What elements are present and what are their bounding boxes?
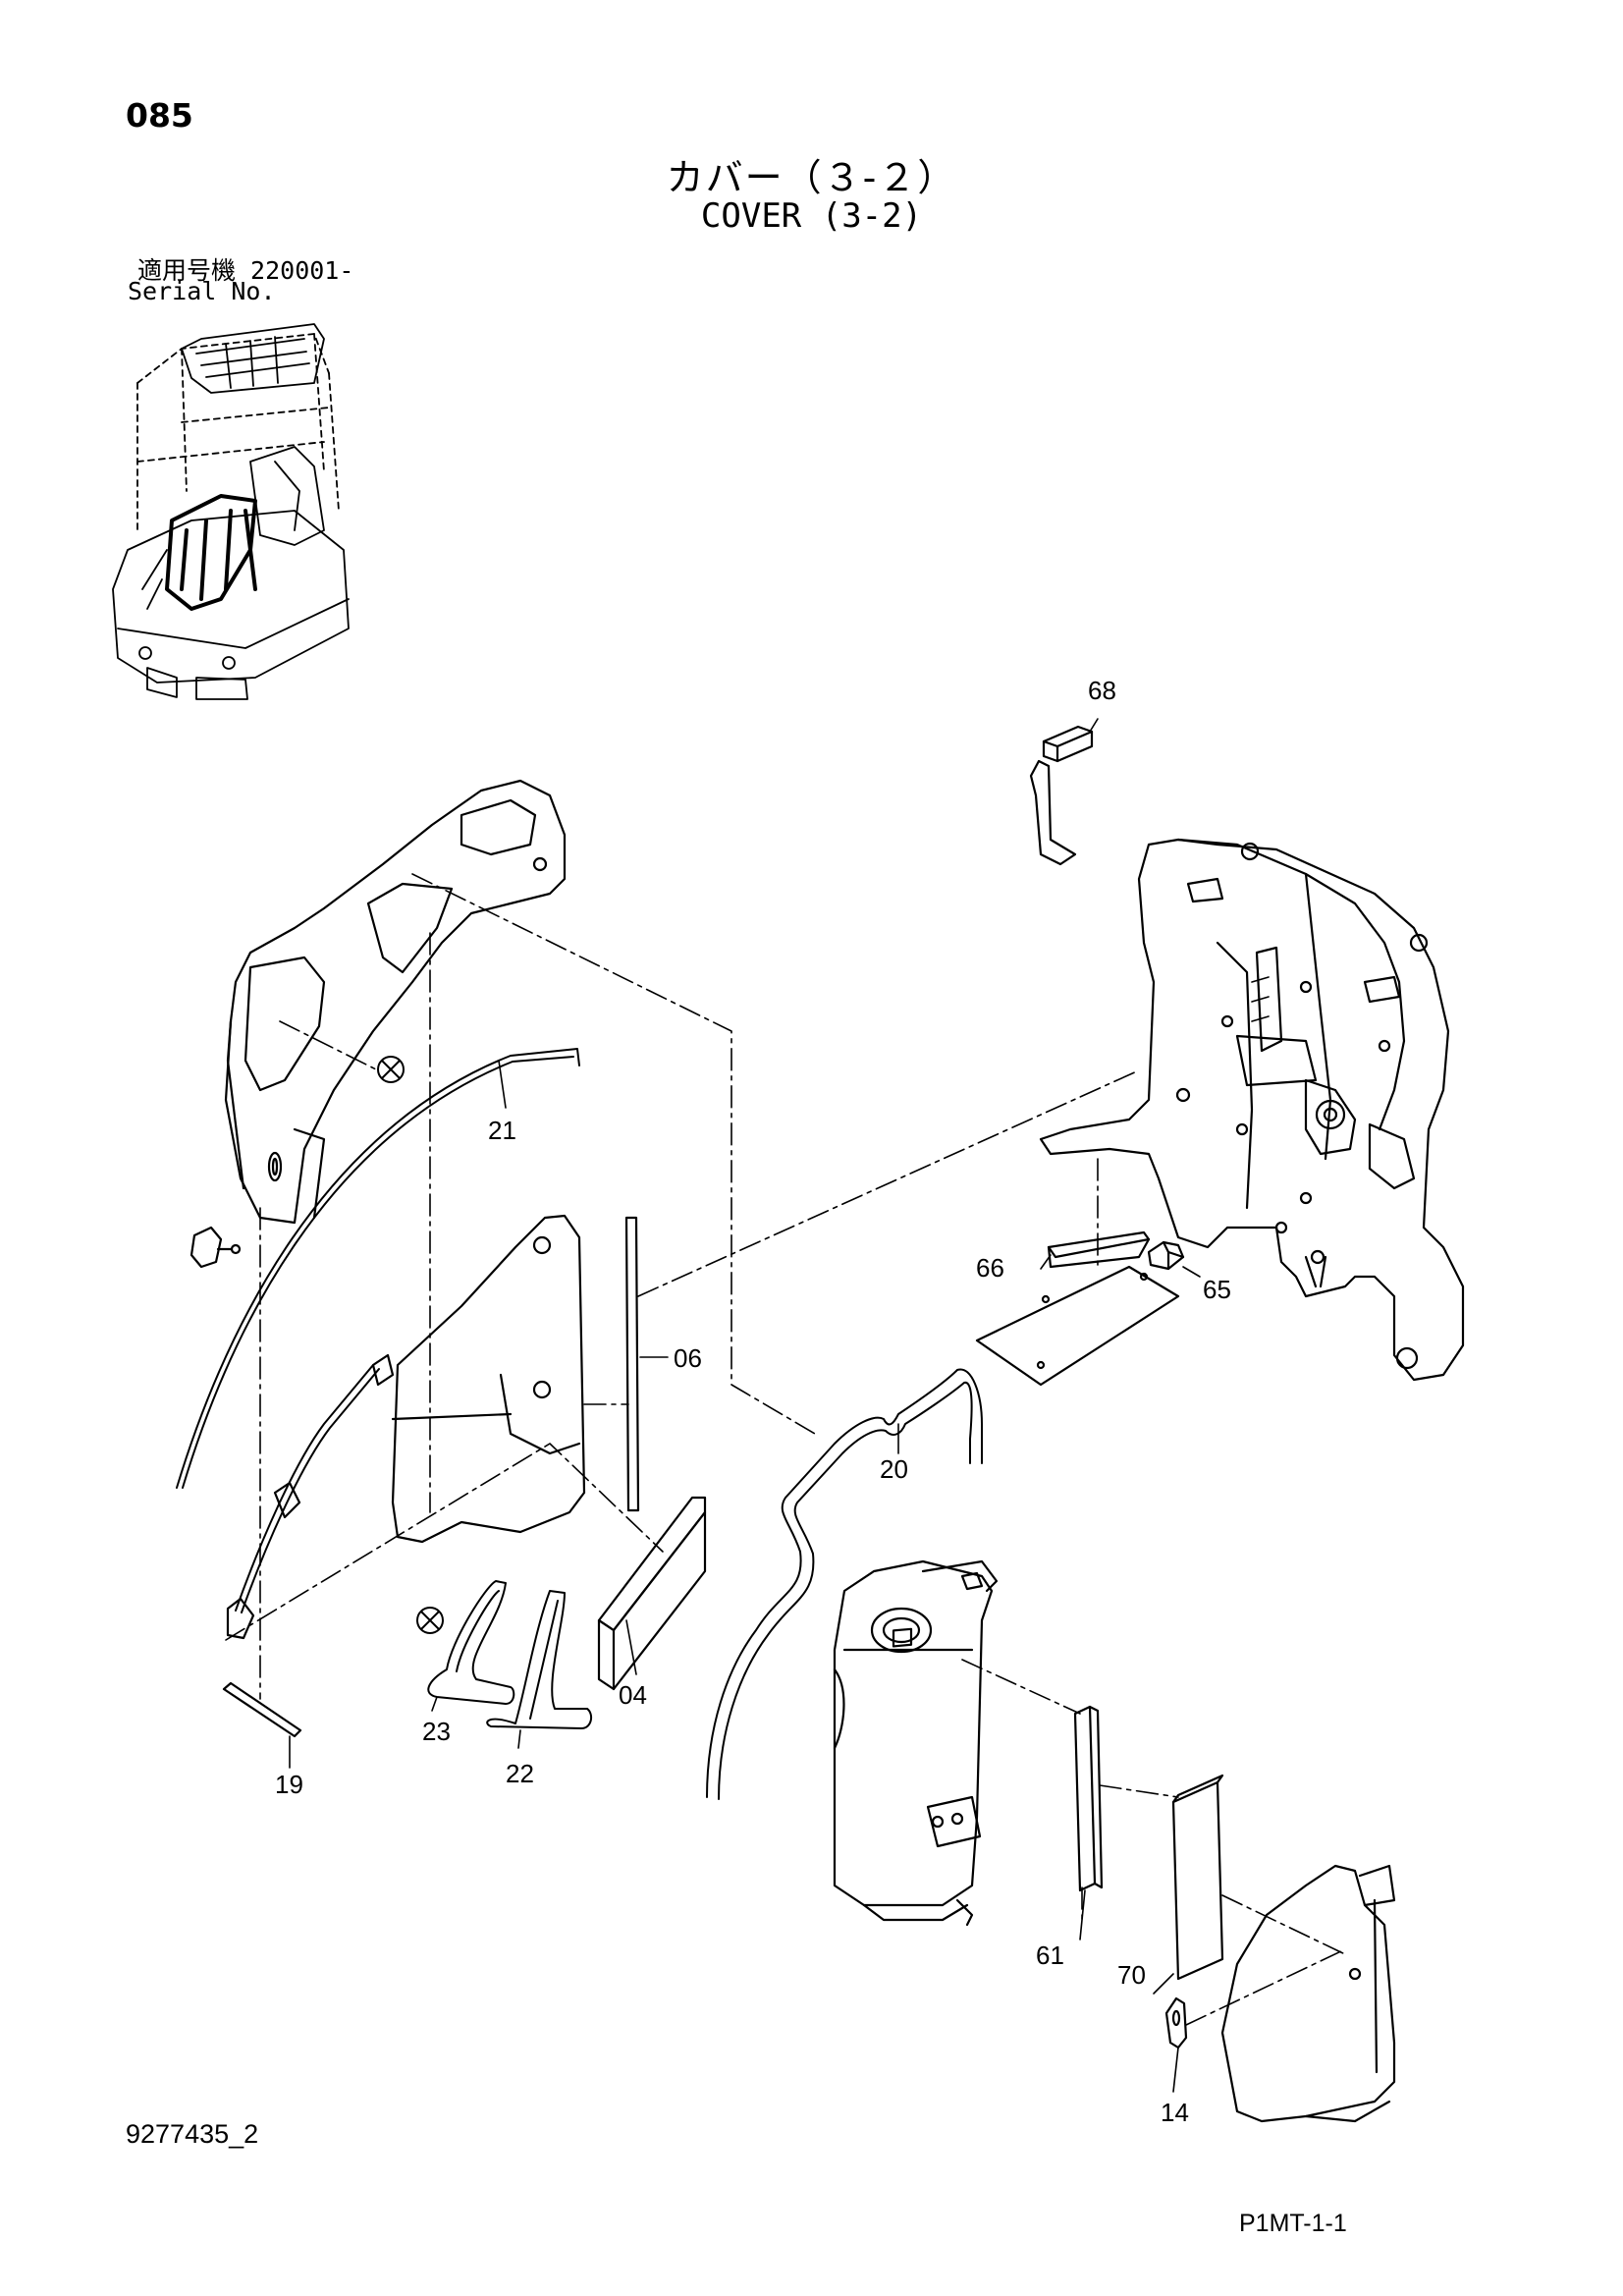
x-circle-icon <box>416 1607 444 1634</box>
serial-label-japanese: 適用号機 220001- <box>137 256 354 285</box>
clip-14 <box>1164 1996 1188 2050</box>
callout-68: 68 <box>1088 676 1116 705</box>
callout-21: 21 <box>488 1116 516 1145</box>
cover-panel-side <box>1220 1864 1396 2123</box>
strip-61 <box>1073 1705 1104 1892</box>
base-plate <box>975 1265 1180 1387</box>
harness-cable <box>226 1353 395 1640</box>
seal-66 <box>1047 1230 1151 1269</box>
mounting-knob <box>189 1226 242 1269</box>
bracket-22 <box>486 1590 593 1729</box>
serial-label-english: Serial No. <box>128 277 276 305</box>
page-title-japanese: カバー（３-２） <box>666 156 957 199</box>
page-number: 085 <box>126 96 193 135</box>
strip-19 <box>222 1681 302 1738</box>
plate-04 <box>597 1496 707 1691</box>
document-id: 9277435_2 <box>126 2119 259 2149</box>
assembly-lines <box>225 873 1346 2026</box>
cover-panel-middle <box>391 1214 586 1544</box>
page-code: P1MT-1-1 <box>1239 2210 1347 2237</box>
callout-20: 20 <box>880 1454 908 1484</box>
callout-66: 66 <box>976 1253 1004 1283</box>
callout-65: 65 <box>1203 1275 1231 1304</box>
callout-22: 22 <box>506 1759 534 1788</box>
callout-61: 61 <box>1036 1941 1064 1970</box>
callout-04: 04 <box>619 1680 647 1710</box>
strip-06 <box>624 1216 640 1512</box>
tank-assembly <box>833 1559 999 1927</box>
cover-panel-large <box>224 779 567 1225</box>
callout-19: 19 <box>275 1770 303 1799</box>
leader-lines <box>289 718 1201 2093</box>
callout-70: 70 <box>1117 1960 1146 1990</box>
machine-overview-thumbnail <box>112 323 350 700</box>
pipe-20 <box>706 1368 983 1800</box>
rod-21 <box>176 1048 580 1489</box>
x-circle-icon <box>377 1056 405 1083</box>
seal-65 <box>1147 1240 1185 1271</box>
callout-06: 06 <box>674 1343 702 1373</box>
bracket-23 <box>427 1580 515 1705</box>
page-title-english: COVER (3-2) <box>700 196 923 236</box>
callout-23: 23 <box>422 1717 451 1746</box>
callout-14: 14 <box>1161 2098 1189 2127</box>
bracket-68 <box>1029 725 1094 866</box>
main-frame-assembly <box>1039 838 1465 1382</box>
plate-70 <box>1171 1774 1224 1981</box>
